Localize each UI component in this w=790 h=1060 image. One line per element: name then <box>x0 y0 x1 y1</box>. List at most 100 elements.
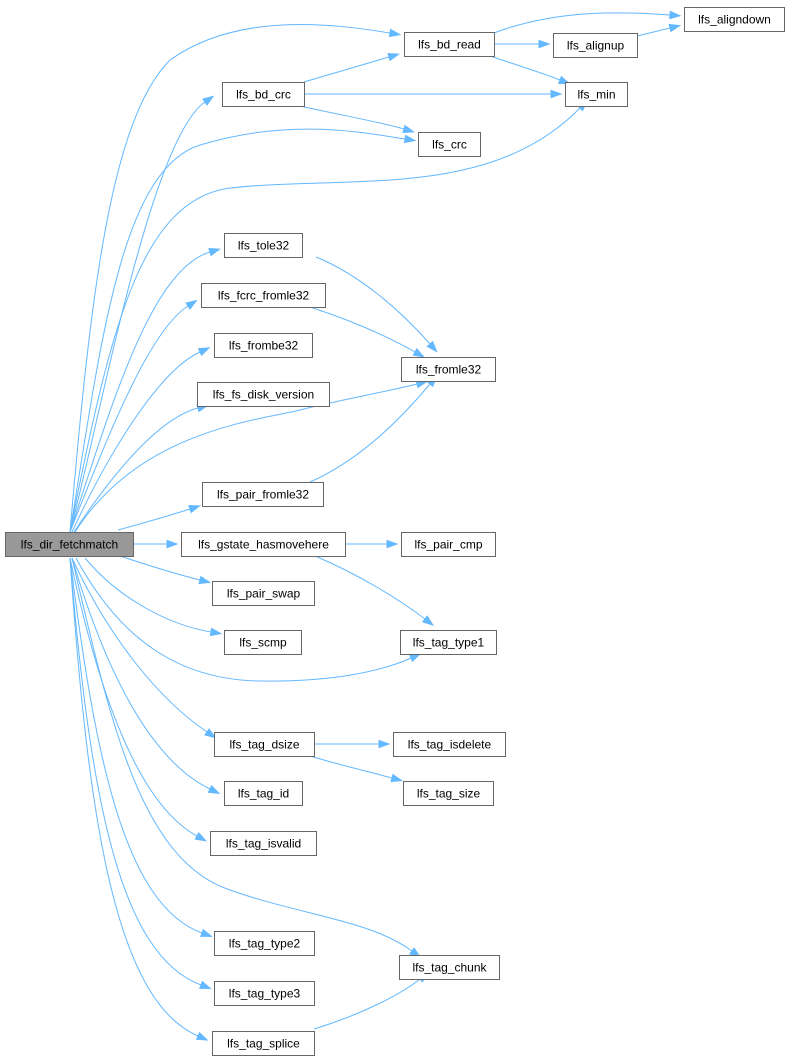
edge-line <box>73 407 199 533</box>
node-lfs_dir_fetchmatch[interactable]: lfs_dir_fetchmatch <box>5 532 134 557</box>
edge-line <box>309 306 416 353</box>
node-box[interactable] <box>400 630 497 655</box>
node-box[interactable] <box>210 831 317 856</box>
node-lfs_gstate_hasmovehere[interactable]: lfs_gstate_hasmovehere <box>181 532 346 557</box>
node-label: lfs_fcrc_fromle32 <box>218 289 310 303</box>
arrowhead-icon <box>198 575 212 585</box>
node-lfs_pair_cmp[interactable]: lfs_pair_cmp <box>401 532 496 557</box>
arrowhead-icon <box>402 124 416 133</box>
arrowhead-icon <box>557 75 571 85</box>
edge-line <box>493 12 671 34</box>
node-box[interactable] <box>418 132 481 157</box>
edge-lfs_bd_read-to-lfs_aligndown <box>493 10 682 34</box>
node-label: lfs_alignup <box>567 39 625 53</box>
node-box[interactable] <box>202 482 324 507</box>
arrowhead-icon <box>204 728 217 739</box>
edge-lfs_fcrc_fromle32-to-lfs_fromle32 <box>309 306 425 358</box>
node-box[interactable] <box>224 233 303 258</box>
node-lfs_tag_dsize[interactable]: lfs_tag_dsize <box>214 732 315 757</box>
node-lfs_tag_id[interactable]: lfs_tag_id <box>224 781 303 806</box>
node-lfs_tag_chunk[interactable]: lfs_tag_chunk <box>399 955 500 980</box>
edge-line <box>489 55 561 81</box>
edge-lfs_alignup-to-lfs_aligndown <box>636 23 682 37</box>
edge-line <box>69 557 198 837</box>
node-lfs_aligndown[interactable]: lfs_aligndown <box>684 7 785 32</box>
edge-line <box>636 27 671 37</box>
node-label: lfs_tag_size <box>417 787 481 801</box>
node-label: lfs_aligndown <box>698 13 771 27</box>
node-lfs_tag_size[interactable]: lfs_tag_size <box>403 781 494 806</box>
node-lfs_tag_type1[interactable]: lfs_tag_type1 <box>400 630 497 655</box>
node-box[interactable] <box>201 283 326 308</box>
node-box[interactable] <box>212 1031 315 1056</box>
node-lfs_bd_read[interactable]: lfs_bd_read <box>404 32 495 57</box>
edge-line <box>69 107 581 533</box>
node-box[interactable] <box>222 82 305 107</box>
edge-line <box>69 101 206 533</box>
node-lfs_fromle32[interactable]: lfs_fromle32 <box>401 357 496 382</box>
node-box[interactable] <box>399 955 500 980</box>
node-lfs_alignup[interactable]: lfs_alignup <box>553 33 638 58</box>
node-box[interactable] <box>393 732 506 757</box>
node-lfs_tag_type2[interactable]: lfs_tag_type2 <box>214 931 315 956</box>
node-lfs_pair_fromle32[interactable]: lfs_pair_fromle32 <box>202 482 324 507</box>
node-label: lfs_bd_read <box>418 38 481 52</box>
node-lfs_bd_crc[interactable]: lfs_bd_crc <box>222 82 305 107</box>
node-lfs_tag_isvalid[interactable]: lfs_tag_isvalid <box>210 831 317 856</box>
nodes-layer: lfs_dir_fetchmatchlfs_bd_crclfs_bd_readl… <box>5 7 785 1056</box>
node-label: lfs_dir_fetchmatch <box>21 538 118 552</box>
node-box[interactable] <box>214 981 315 1006</box>
node-box[interactable] <box>684 7 785 32</box>
node-lfs_tag_type3[interactable]: lfs_tag_type3 <box>214 981 315 1006</box>
edge-line <box>69 251 211 533</box>
node-label: lfs_tag_chunk <box>412 961 487 975</box>
node-box[interactable] <box>401 532 496 557</box>
edge-lfs_dir_fetchmatch-to-lfs_gstate_hasmovehere <box>133 539 179 549</box>
node-lfs_fcrc_fromle32[interactable]: lfs_fcrc_fromle32 <box>201 283 326 308</box>
node-box[interactable] <box>404 32 495 57</box>
arrowhead-icon <box>207 784 221 794</box>
node-lfs_scmp[interactable]: lfs_scmp <box>224 630 302 655</box>
node-box[interactable] <box>214 333 313 358</box>
edge-lfs_dir_fetchmatch-to-lfs_tag_type3 <box>69 557 212 989</box>
edge-line <box>69 128 406 533</box>
arrowhead-icon <box>194 831 208 842</box>
node-box[interactable] <box>197 382 330 407</box>
edge-lfs_bd_crc-to-lfs_crc <box>299 105 416 133</box>
node-lfs_tag_splice[interactable]: lfs_tag_splice <box>212 1031 315 1056</box>
edge-line <box>69 24 391 533</box>
edge-lfs_bd_crc-to-lfs_min <box>304 89 563 99</box>
node-lfs_fs_disk_version[interactable]: lfs_fs_disk_version <box>197 382 330 407</box>
arrowhead-icon <box>403 134 417 144</box>
node-lfs_tole32[interactable]: lfs_tole32 <box>224 233 303 258</box>
node-box[interactable] <box>403 781 494 806</box>
edges-layer <box>69 10 682 1041</box>
node-box[interactable] <box>214 732 315 757</box>
edge-lfs_bd_crc-to-lfs_bd_read <box>303 53 401 83</box>
node-lfs_pair_swap[interactable]: lfs_pair_swap <box>212 581 315 606</box>
edge-line <box>71 557 413 952</box>
edge-lfs_tag_dsize-to-lfs_tag_isdelete <box>314 739 391 749</box>
edge-lfs_dir_fetchmatch-to-lfs_pair_fromle32 <box>117 505 201 531</box>
node-box[interactable] <box>5 532 134 557</box>
node-box[interactable] <box>212 581 315 606</box>
edge-lfs_dir_fetchmatch-to-lfs_fcrc_fromle32 <box>69 299 198 533</box>
node-box[interactable] <box>181 532 346 557</box>
node-lfs_crc[interactable]: lfs_crc <box>418 132 481 157</box>
node-box[interactable] <box>553 33 638 58</box>
arrowhead-icon <box>199 980 212 989</box>
node-lfs_frombe32[interactable]: lfs_frombe32 <box>214 333 313 358</box>
node-box[interactable] <box>214 931 315 956</box>
edge-line <box>75 557 412 682</box>
node-box[interactable] <box>401 357 496 382</box>
node-box[interactable] <box>565 82 628 107</box>
edge-line <box>119 555 201 581</box>
arrowhead-icon <box>386 539 399 549</box>
edge-line <box>69 557 202 986</box>
node-lfs_tag_isdelete[interactable]: lfs_tag_isdelete <box>393 732 506 757</box>
node-box[interactable] <box>224 781 303 806</box>
node-box[interactable] <box>224 630 302 655</box>
arrowhead-icon <box>188 505 201 514</box>
node-label: lfs_scmp <box>239 636 287 650</box>
node-lfs_min[interactable]: lfs_min <box>565 82 628 107</box>
